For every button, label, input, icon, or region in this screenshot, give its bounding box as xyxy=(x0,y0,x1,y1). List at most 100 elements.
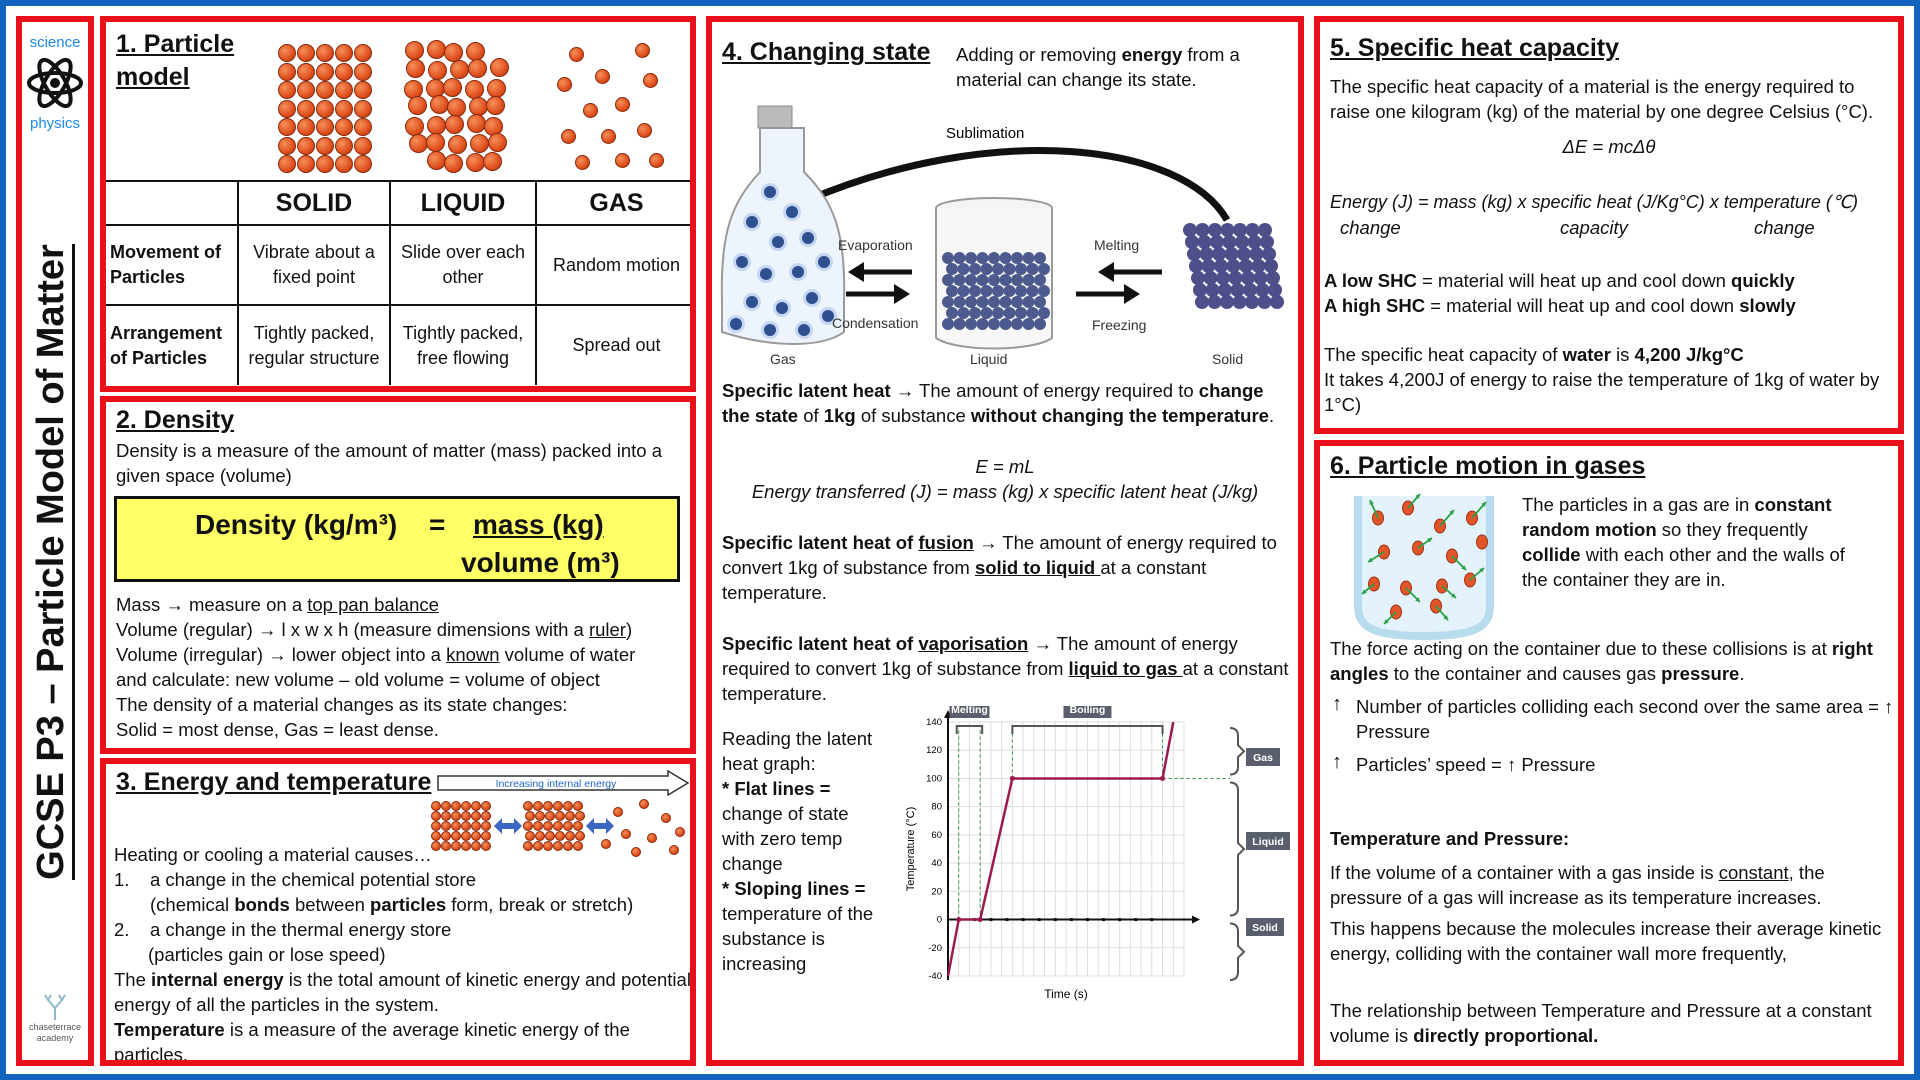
solid-particle xyxy=(431,801,441,811)
liquid-particle xyxy=(523,821,533,831)
solid-molecule xyxy=(1199,247,1214,261)
solid-molecule xyxy=(1232,295,1247,309)
temperature-line xyxy=(946,721,1175,977)
liquid-particle xyxy=(425,133,445,152)
solid-particle xyxy=(316,155,334,173)
liquid-molecule xyxy=(969,307,981,319)
state-change-diagram: Sublimation Gas Evaporation Condensation… xyxy=(720,105,1284,367)
header-liquid: LIQUID xyxy=(389,180,537,226)
liquid-molecule xyxy=(976,252,989,264)
solid-molecule xyxy=(1235,235,1249,249)
solid-particle xyxy=(297,62,315,81)
liquid-particle xyxy=(575,831,585,841)
gas-molecule xyxy=(746,296,758,308)
pressure-bullet-1: ↑Number of particles colliding each seco… xyxy=(1332,693,1894,742)
solid-particle xyxy=(335,44,353,62)
liquid-particle xyxy=(555,811,565,821)
liquid-particle xyxy=(465,41,485,61)
y-tick-label: 40 xyxy=(931,858,942,869)
liquid-molecule xyxy=(1026,285,1039,297)
liquid-particle xyxy=(447,135,467,154)
section-changing-state: 4. Changing state Adding or removing ene… xyxy=(706,16,1304,1066)
liquid-particle xyxy=(563,821,573,831)
liquid-particle xyxy=(482,151,502,171)
gas-label: Gas xyxy=(770,351,796,367)
gas-particles xyxy=(556,40,666,172)
liquid-molecule xyxy=(988,296,1000,308)
liquid-particle xyxy=(404,40,424,60)
gas-molecule xyxy=(746,216,758,228)
solid-particle xyxy=(461,841,471,851)
solid-particle xyxy=(278,81,296,99)
liquid-molecule xyxy=(1011,318,1023,330)
liquid-particle xyxy=(545,831,555,841)
liquid-particle xyxy=(449,60,469,79)
solid-particle xyxy=(471,821,481,831)
solid-particle xyxy=(297,99,315,118)
liquid-molecule xyxy=(999,252,1012,264)
liquid-molecule xyxy=(1034,252,1046,264)
data-point xyxy=(1160,775,1166,781)
latent-heat-vaporisation: Specific latent heat of vaporisation → T… xyxy=(722,633,1289,704)
solid-particle xyxy=(481,821,491,831)
x-tick xyxy=(1134,918,1138,922)
liquid-molecule xyxy=(980,263,993,275)
liquid-particle xyxy=(426,115,446,135)
solid-molecule xyxy=(1257,295,1272,309)
header-gas: GAS xyxy=(535,180,690,226)
liquid-molecule xyxy=(942,252,954,264)
evaporation-arrow xyxy=(848,262,912,282)
logo-top-text: science xyxy=(29,34,81,51)
liquid-molecule xyxy=(999,318,1012,330)
container-wall xyxy=(1354,496,1494,640)
solid-molecule xyxy=(1243,283,1257,297)
solid-molecule xyxy=(1226,259,1241,273)
liquid-molecule xyxy=(1015,307,1027,319)
solid-particle xyxy=(431,821,441,831)
solid-molecule xyxy=(1251,259,1266,273)
solid-molecule xyxy=(1270,295,1284,309)
solid-particle xyxy=(278,99,296,118)
internal-energy-arrow: Increasing internal energy xyxy=(436,769,690,797)
temperature-pressure-1: If the volume of a container with a gas … xyxy=(1330,862,1825,908)
solid-molecule xyxy=(1255,283,1270,297)
solid-molecule xyxy=(1268,283,1282,297)
liquid-molecule xyxy=(1015,285,1027,297)
solid-molecule xyxy=(1253,271,1268,285)
liquid-particle xyxy=(429,95,449,114)
liquid-particle xyxy=(464,79,484,99)
solid-molecule xyxy=(1191,271,1205,285)
data-point xyxy=(956,917,962,923)
liquid-label: Liquid xyxy=(970,351,1007,367)
solid-particle xyxy=(461,821,471,831)
liquid-molecule xyxy=(1034,296,1046,308)
liquid-particle xyxy=(408,134,428,153)
solid-molecule xyxy=(1245,223,1260,237)
solid-particle xyxy=(481,841,491,851)
liquid-molecule xyxy=(1038,285,1050,297)
solid-molecule xyxy=(1220,295,1234,309)
solid-molecule xyxy=(1193,283,1207,297)
solid-molecule xyxy=(1207,295,1222,309)
solid-particle xyxy=(335,136,353,155)
gas-particle xyxy=(648,152,664,168)
solid-molecule xyxy=(1216,271,1230,285)
gas-particle xyxy=(634,42,650,58)
x-tick xyxy=(989,918,993,922)
section-5-title: 5. Specific heat capacity xyxy=(1330,34,1620,62)
solid-molecule xyxy=(1241,271,1255,285)
liquid-molecule xyxy=(965,296,977,308)
gas-particle xyxy=(647,833,657,843)
vertical-title: GCSE P3 – Particle Model of Matter xyxy=(30,212,80,912)
latent-heat-equation: E = mL xyxy=(975,456,1035,477)
gas-molecule xyxy=(730,318,742,330)
liquid-particle xyxy=(485,96,505,115)
liquid-particle xyxy=(535,831,545,841)
gas-particle xyxy=(614,152,630,168)
solid-molecule xyxy=(1228,271,1243,285)
solid-particle xyxy=(354,62,372,81)
solid-molecule xyxy=(1266,271,1280,285)
solid-particle xyxy=(481,801,491,811)
solid-particle xyxy=(354,44,372,62)
